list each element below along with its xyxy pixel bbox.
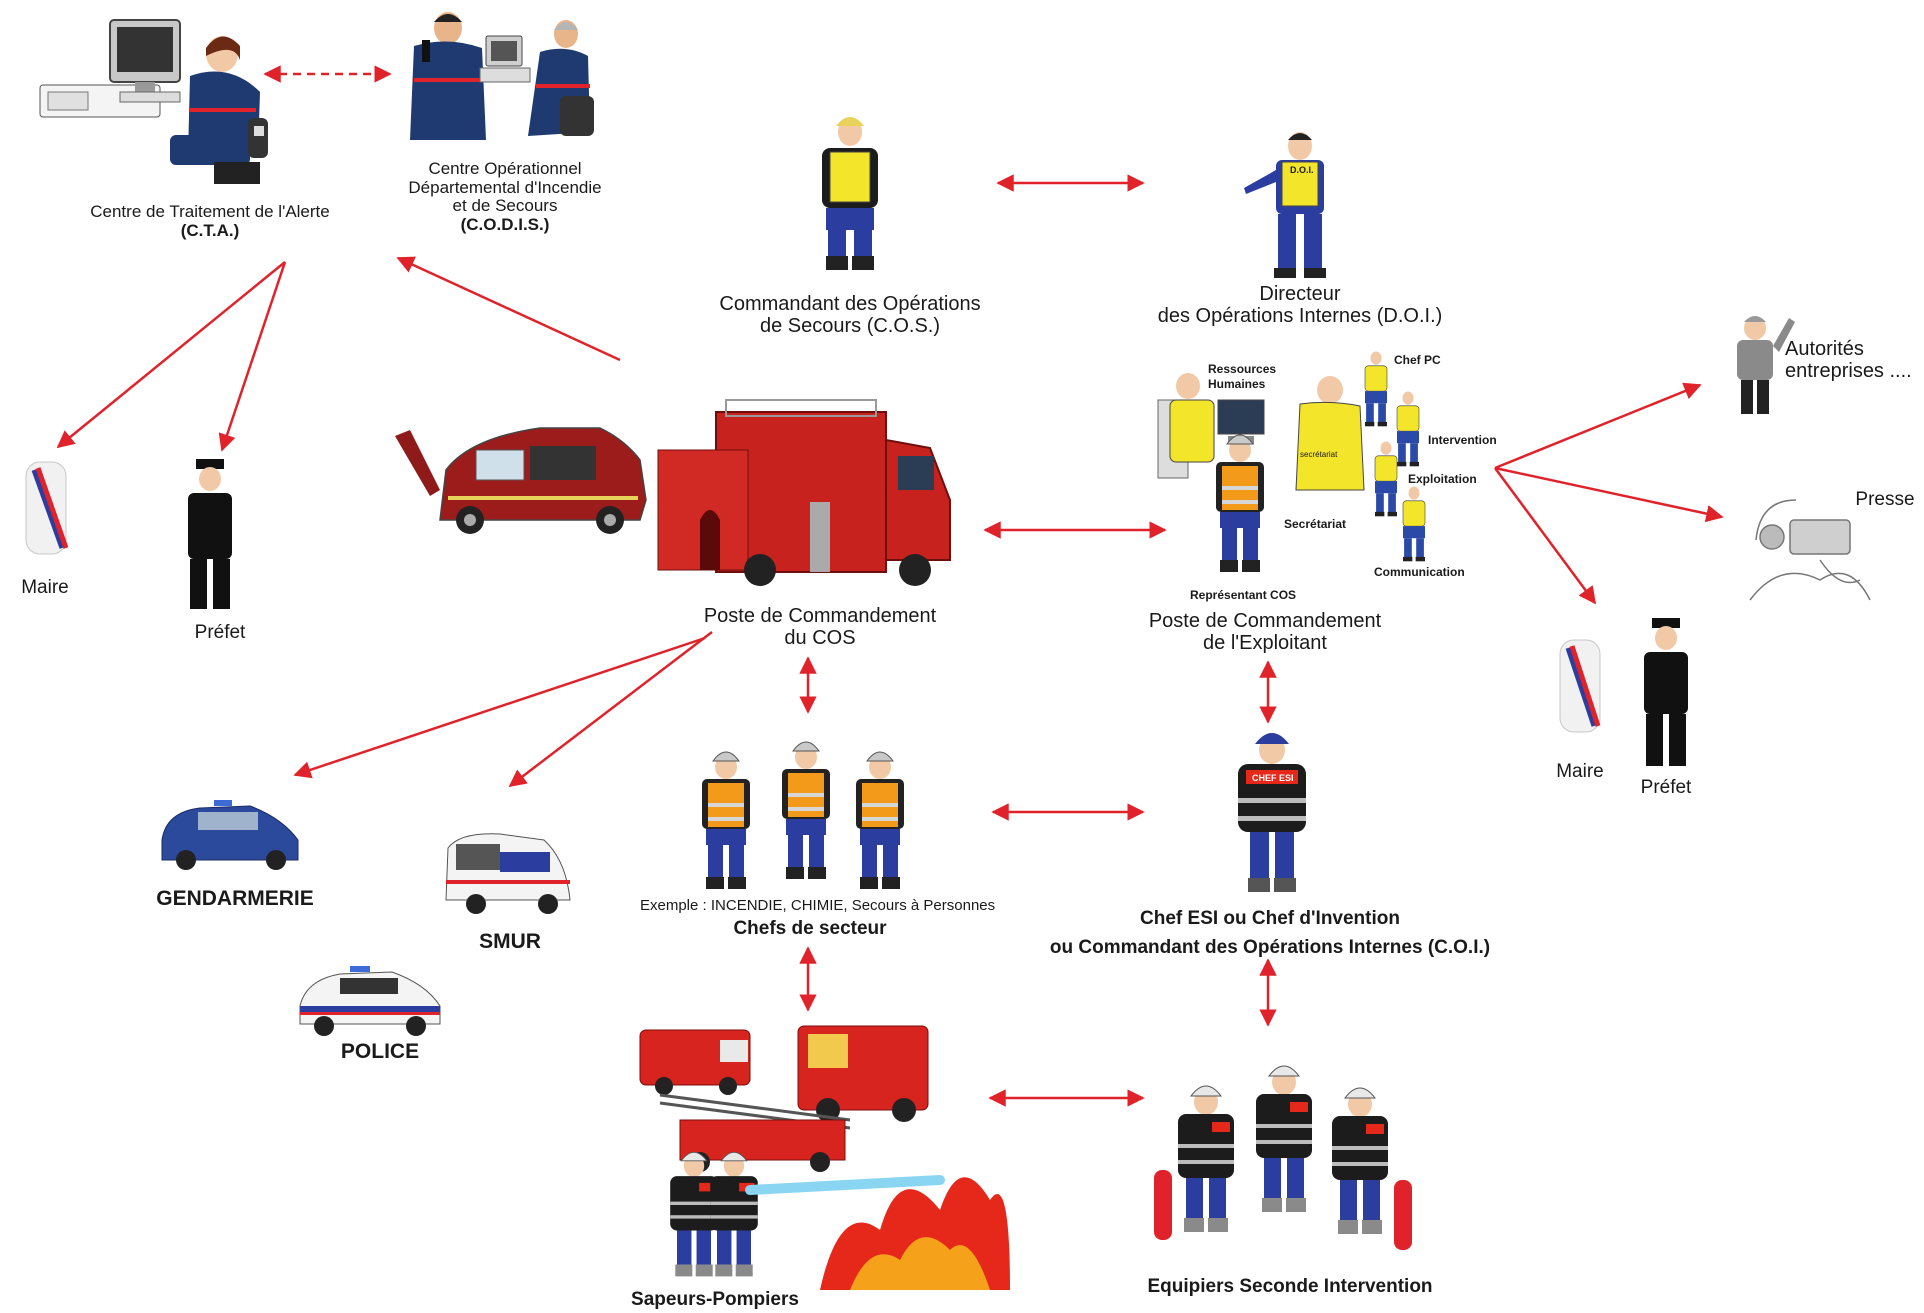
- cta-label-line1: Centre de Traitement de l'Alerte: [90, 202, 330, 221]
- codis-label: Centre Opérationnel Départemental d'Ince…: [395, 159, 615, 235]
- pc-exploitant-label: Poste de Commandement de l'Exploitant: [1130, 610, 1400, 654]
- autorites-label: Autorités entreprises ....: [1785, 338, 1915, 382]
- gendarmerie-label: GENDARMERIE: [156, 887, 314, 910]
- cta-label: Centre de Traitement de l'Alerte (C.T.A.…: [80, 202, 340, 240]
- codis-label-line1: Centre Opérationnel: [428, 159, 582, 178]
- chef-esi-line1: Chef ESI ou Chef d'Invention: [1140, 908, 1400, 929]
- cos-label-line1: Commandant des Opérations: [719, 293, 981, 315]
- codis-operators-illustration: [410, 12, 594, 140]
- arrow-pc-cta: [396, 256, 621, 362]
- smur-car-illustration: [445, 833, 571, 914]
- vest-text: secrétariat: [1300, 450, 1338, 459]
- chefs-secteur-title: Chefs de secteur: [733, 917, 887, 939]
- chefs-secteur-illustration: [701, 741, 905, 890]
- pc-cos-label: Poste de Commandement du COS: [690, 605, 950, 649]
- arrows: [56, 65, 1724, 1107]
- arrow-pccos-smur: [508, 631, 713, 788]
- autorites-label-line1: Autorités: [1785, 338, 1864, 360]
- chef-esi-line2: ou Commandant des Opérations Internes (C…: [1049, 936, 1491, 958]
- cos-label: Commandant des Opérations de Secours (C.…: [700, 293, 1000, 337]
- doi-illustration: [1244, 132, 1326, 278]
- presse-illustration: [1749, 499, 1871, 601]
- pc-cos-label-line2: du COS: [784, 627, 856, 649]
- doi-badge: D.O.I.: [1290, 165, 1314, 175]
- role-communication: Communication: [1374, 565, 1465, 579]
- arrow-pcexp-presse: [1494, 466, 1724, 523]
- autorites-illustration: [1737, 316, 1795, 414]
- cos-label-line2: de Secours (C.O.S.): [759, 315, 941, 337]
- arrow-cta-prefet: [218, 261, 287, 452]
- pc-cos-label-line1: Poste de Commandement: [703, 605, 937, 627]
- arrow-pccos-gendarmerie: [293, 636, 706, 779]
- police-label: POLICE: [340, 1040, 420, 1063]
- autorites-label-line2: entreprises ....: [1785, 360, 1912, 382]
- role-exploitation: Exploitation: [1408, 472, 1477, 486]
- pc-exploitant-label-line2: de l'Exploitant: [1203, 632, 1327, 654]
- maire-left-illustration: [25, 461, 69, 555]
- chef-esi-label: Chef ESI ou Chef d'Invention ou Commanda…: [1040, 905, 1500, 962]
- role-secretariat: Secrétariat: [1284, 517, 1347, 531]
- presse-label: Presse: [1855, 489, 1915, 510]
- prefet-right-label: Préfet: [1640, 777, 1692, 798]
- codis-label-line4: (C.O.D.I.S.): [460, 215, 550, 235]
- arrow-pcexp-mairepref: [1493, 467, 1597, 605]
- maire-right-illustration: [1559, 639, 1601, 733]
- prefet-left-illustration: [188, 459, 232, 609]
- maire-left-label: Maire: [21, 577, 69, 598]
- equipiers-illustration: [1154, 1065, 1412, 1250]
- chefs-secteur-label: Exemple : INCENDIE, CHIMIE, Secours à Pe…: [640, 897, 996, 939]
- pc-exploitant-illustration: [1157, 351, 1426, 573]
- role-representant-cos: Représentant COS: [1190, 588, 1297, 602]
- doi-label-line2: des Opérations Internes (D.O.I.): [1157, 305, 1443, 327]
- doi-label: Directeur des Opérations Internes (D.O.I…: [1130, 283, 1470, 327]
- chefs-secteur-example: Exemple : INCENDIE, CHIMIE, Secours à Pe…: [640, 897, 996, 914]
- equipiers-label: Equipiers Seconde Intervention: [1147, 1276, 1433, 1297]
- command-truck-illustration: [657, 399, 951, 586]
- cta-operator-illustration: [39, 19, 268, 184]
- maire-right-label: Maire: [1556, 761, 1604, 782]
- sapeurs-label: Sapeurs-Pompiers: [631, 1289, 799, 1310]
- police-car-illustration: [299, 966, 441, 1036]
- smur-label: SMUR: [479, 930, 541, 953]
- doi-label-line1: Directeur: [1259, 283, 1341, 305]
- chef-esi-badge: CHEF ESI: [1252, 773, 1294, 783]
- pc-exploitant-label-line1: Poste de Commandement: [1148, 610, 1382, 632]
- role-chef-pc: Chef PC: [1394, 353, 1441, 367]
- role-ressources: Ressources: [1208, 362, 1277, 376]
- arrow-cta-maire: [56, 261, 286, 449]
- prefet-right-illustration: [1644, 618, 1688, 766]
- codis-label-line2: Départemental d'Incendie: [408, 177, 602, 197]
- command-car-illustration: [395, 427, 647, 534]
- gendarmerie-car-illustration: [161, 800, 299, 870]
- codis-label-line3: et de Secours: [452, 196, 558, 216]
- role-humaines: Humaines: [1208, 377, 1266, 391]
- cos-illustration: [822, 117, 878, 270]
- cta-label-line2: (C.T.A.): [180, 220, 240, 240]
- sapeurs-pompiers-illustration: [639, 1025, 1010, 1290]
- prefet-left-label: Préfet: [194, 622, 246, 643]
- arrow-pcexp-autorites: [1494, 382, 1702, 470]
- role-intervention: Intervention: [1428, 433, 1497, 447]
- chef-esi-illustration: [1238, 733, 1306, 892]
